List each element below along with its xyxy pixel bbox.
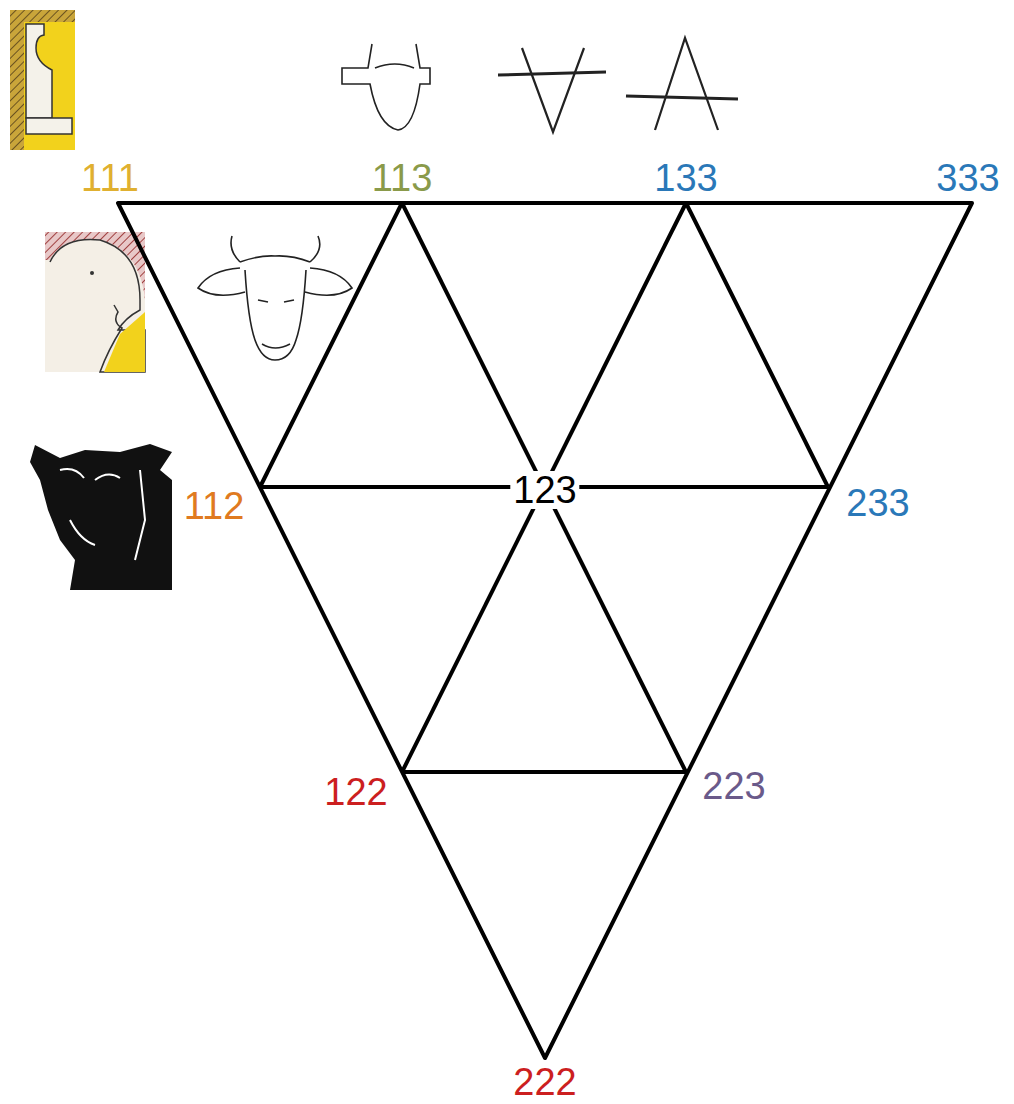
vertex-label: 133 (654, 159, 717, 197)
delta-glyph (626, 38, 738, 130)
vertex-label: 113 (372, 159, 433, 197)
vertex-label: 333 (936, 159, 999, 197)
nabla-glyph (498, 48, 606, 132)
vertex-label: 111 (81, 159, 139, 197)
bull-photo (30, 444, 172, 590)
head-icon (45, 232, 145, 372)
vertex-label: 122 (324, 773, 387, 811)
vertex-label: 233 (846, 484, 909, 522)
bull-head-sketch (198, 236, 352, 360)
vertex-label: 222 (513, 1063, 576, 1101)
vertex-label: 223 (702, 767, 765, 805)
sign-icon (10, 10, 75, 150)
vertex-label: 112 (184, 487, 245, 525)
ox-head-glyph (342, 44, 430, 130)
triangle-grid (118, 203, 972, 1058)
vertex-label: 123 (510, 471, 579, 509)
